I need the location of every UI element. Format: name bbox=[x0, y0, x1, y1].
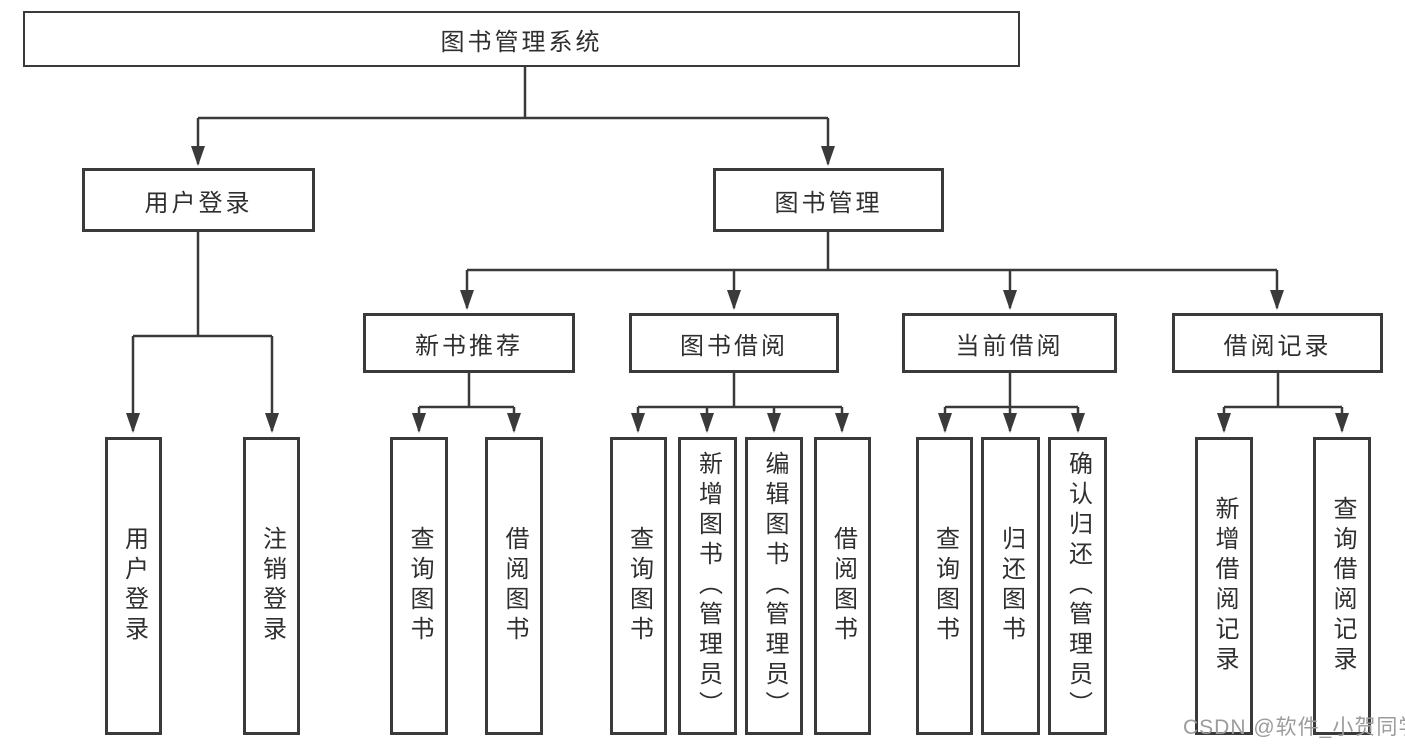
node-label: 注销登录 bbox=[258, 526, 286, 646]
leaf-add-book-admin: 新增图书（管理员） bbox=[678, 437, 737, 735]
leaf-query-books-recommend: 查询图书 bbox=[390, 437, 448, 735]
node-label: 用户登录 bbox=[144, 189, 253, 217]
node-new-book-recommend: 新书推荐 bbox=[363, 313, 575, 373]
node-label: 当前借阅 bbox=[955, 332, 1064, 360]
node-label: 借阅图书 bbox=[829, 526, 857, 646]
leaf-confirm-return-admin: 确认归还（管理员） bbox=[1048, 437, 1107, 735]
node-label: 借阅图书 bbox=[501, 526, 528, 646]
node-label: 确认归还（管理员） bbox=[1064, 451, 1092, 721]
node-borrow-records: 借阅记录 bbox=[1172, 313, 1383, 373]
leaf-add-borrow-record: 新增借阅记录 bbox=[1195, 437, 1253, 735]
node-library-management-system: 图书管理系统 bbox=[23, 11, 1020, 67]
leaf-query-books-current: 查询图书 bbox=[916, 437, 973, 735]
node-label: 归还图书 bbox=[997, 526, 1025, 646]
leaf-return-book: 归还图书 bbox=[981, 437, 1040, 735]
node-label: 图书借阅 bbox=[680, 332, 788, 360]
leaf-user-login: 用户登录 bbox=[105, 437, 162, 735]
node-label: 借阅记录 bbox=[1223, 332, 1332, 360]
node-label: 用户登录 bbox=[120, 526, 148, 646]
node-label: 图书管理 bbox=[774, 189, 883, 217]
node-label: 新增图书（管理员） bbox=[694, 451, 722, 721]
leaf-query-books-borrow: 查询图书 bbox=[610, 437, 667, 735]
csdn-watermark: CSDN @软件_小贺同学 bbox=[1183, 716, 1405, 739]
node-book-management: 图书管理 bbox=[713, 168, 944, 232]
node-user-login: 用户登录 bbox=[82, 168, 315, 232]
node-label: 编辑图书（管理员） bbox=[761, 451, 788, 721]
node-book-borrow: 图书借阅 bbox=[629, 313, 839, 373]
leaf-borrow-books: 借阅图书 bbox=[814, 437, 871, 735]
node-label: 查询借阅记录 bbox=[1329, 496, 1356, 676]
node-label: 新增借阅记录 bbox=[1211, 496, 1238, 676]
node-label: 查询图书 bbox=[931, 526, 959, 646]
node-label: 查询图书 bbox=[406, 526, 433, 646]
node-label: 新书推荐 bbox=[415, 332, 523, 360]
leaf-logout: 注销登录 bbox=[243, 437, 300, 735]
node-label: 查询图书 bbox=[625, 526, 653, 646]
leaf-query-borrow-record: 查询借阅记录 bbox=[1313, 437, 1371, 735]
node-current-borrow: 当前借阅 bbox=[902, 313, 1117, 373]
node-label: 图书管理系统 bbox=[440, 28, 603, 56]
leaf-borrow-books-recommend: 借阅图书 bbox=[485, 437, 543, 735]
leaf-edit-book-admin: 编辑图书（管理员） bbox=[745, 437, 803, 735]
